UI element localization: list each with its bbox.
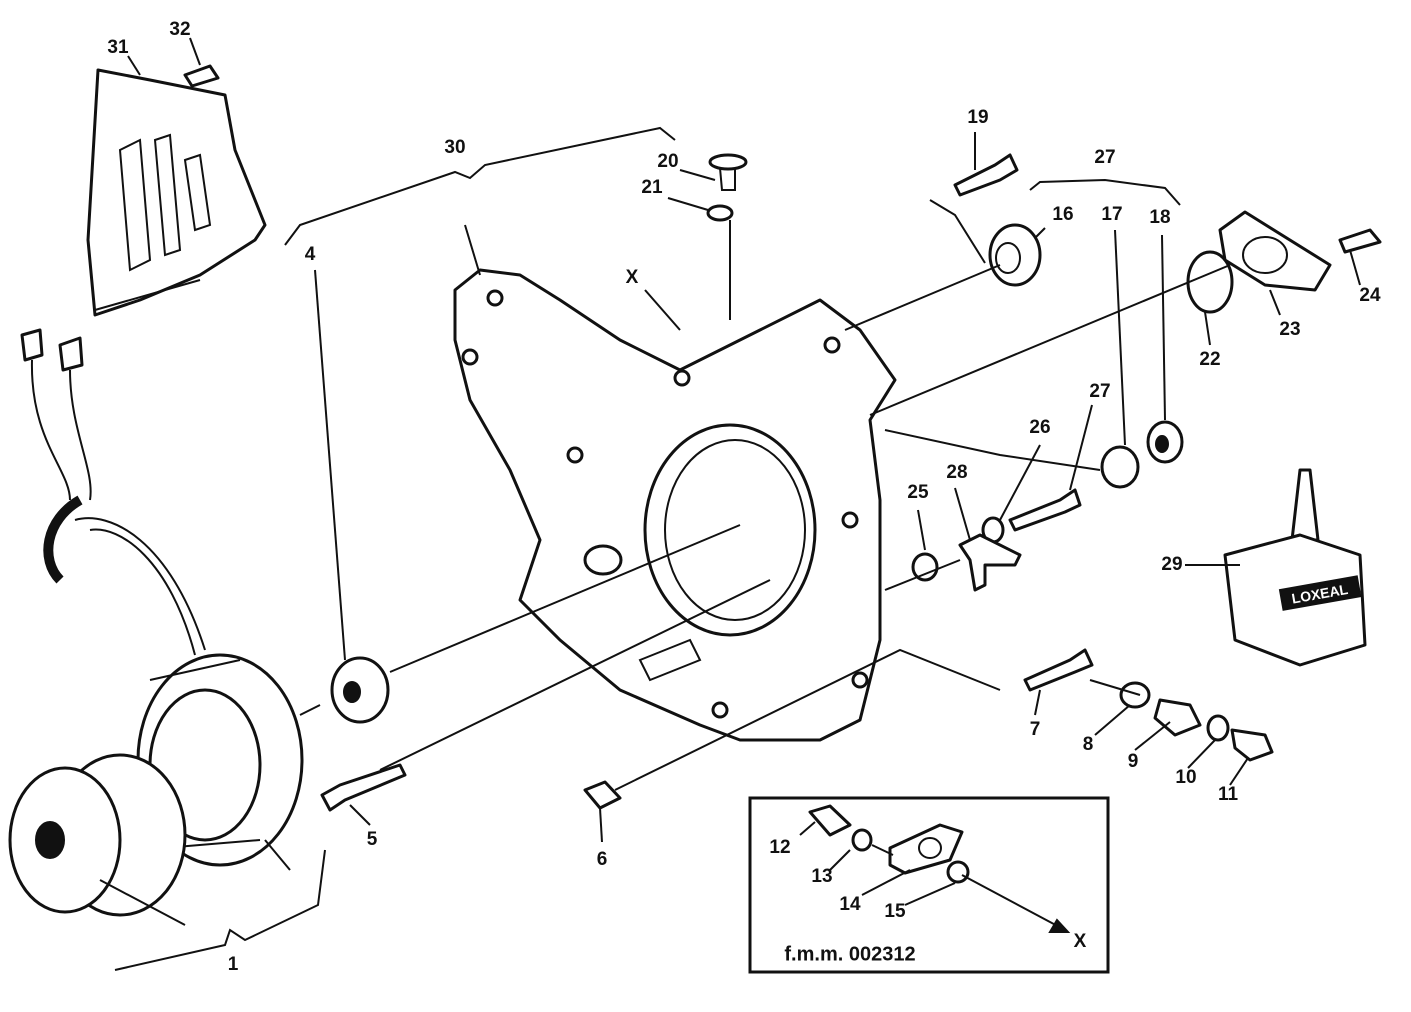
part-32-screw: [183, 64, 220, 88]
wiring-harness: [20, 328, 206, 656]
part-19-screw: [953, 153, 1019, 197]
part-29-sealant-bottle: LOXEAL: [1223, 468, 1367, 667]
callout-30: 30: [444, 137, 465, 158]
part-4-bearing: [330, 656, 390, 724]
leader-lines: [99, 37, 1361, 971]
callout-16: 16: [1052, 204, 1073, 225]
part-31-cover: [86, 68, 267, 317]
part-7-bolt: [1023, 648, 1094, 692]
callout-4: 4: [305, 244, 316, 265]
callout-17: 17: [1101, 204, 1122, 225]
callout-10: 10: [1175, 767, 1196, 788]
callout-11: 11: [1218, 784, 1239, 805]
part-25-bushing: [911, 552, 939, 582]
callout-28: 28: [946, 462, 967, 483]
callout-21: 21: [641, 177, 663, 198]
part-30-housing: [453, 268, 897, 742]
callout-14: 14: [839, 894, 861, 915]
callout-5: 5: [367, 829, 378, 850]
part-27-screw: [1008, 488, 1082, 532]
part-10-washer: [1206, 714, 1230, 742]
callout-labels: 1 4 5 6 7 8 9 10 11 16 17 18 19 20 21 22…: [107, 19, 1381, 975]
part-1-rotor: [8, 753, 187, 917]
reference-code: f.m.m. 002312: [784, 943, 915, 965]
inset-detail: 12 13 14 15 X f.m.m. 002312: [748, 796, 1110, 974]
callout-31: 31: [107, 37, 129, 58]
callout-25: 25: [907, 482, 929, 503]
callout-1: 1: [228, 954, 239, 975]
callout-8: 8: [1083, 734, 1094, 755]
part-20-screw: [708, 153, 748, 191]
part-5-bolt: [320, 763, 407, 812]
view-marker-x: X: [626, 267, 639, 288]
callout-13: 13: [811, 866, 832, 887]
part-6-dowel: [583, 780, 622, 810]
callout-6: 6: [597, 849, 608, 870]
callout-27-group: 27: [1094, 147, 1115, 168]
callout-29: 29: [1161, 554, 1182, 575]
callout-27: 27: [1089, 381, 1110, 402]
part-24-screw: [1338, 228, 1382, 254]
callout-20: 20: [657, 151, 678, 172]
callout-26: 26: [1029, 417, 1050, 438]
callout-12: 12: [769, 837, 790, 858]
callout-9: 9: [1128, 751, 1139, 772]
part-11-plug: [1230, 728, 1274, 762]
part-23-flange: [1218, 210, 1332, 292]
view-marker-x-inset: X: [1074, 931, 1087, 952]
part-8-washer: [1119, 681, 1151, 709]
part-16-seal: [988, 223, 1042, 287]
callout-7: 7: [1030, 719, 1041, 740]
part-18-seal: [1146, 420, 1184, 464]
callout-32: 32: [169, 19, 190, 40]
callout-19: 19: [967, 107, 988, 128]
part-17-bushing: [1100, 445, 1140, 489]
callout-24: 24: [1359, 285, 1381, 306]
callout-22: 22: [1199, 349, 1220, 370]
part-28-bracket: [958, 533, 1022, 592]
callout-18: 18: [1149, 207, 1170, 228]
part-21-washer: [706, 204, 734, 222]
callout-15: 15: [884, 901, 906, 922]
callout-23: 23: [1279, 319, 1300, 340]
